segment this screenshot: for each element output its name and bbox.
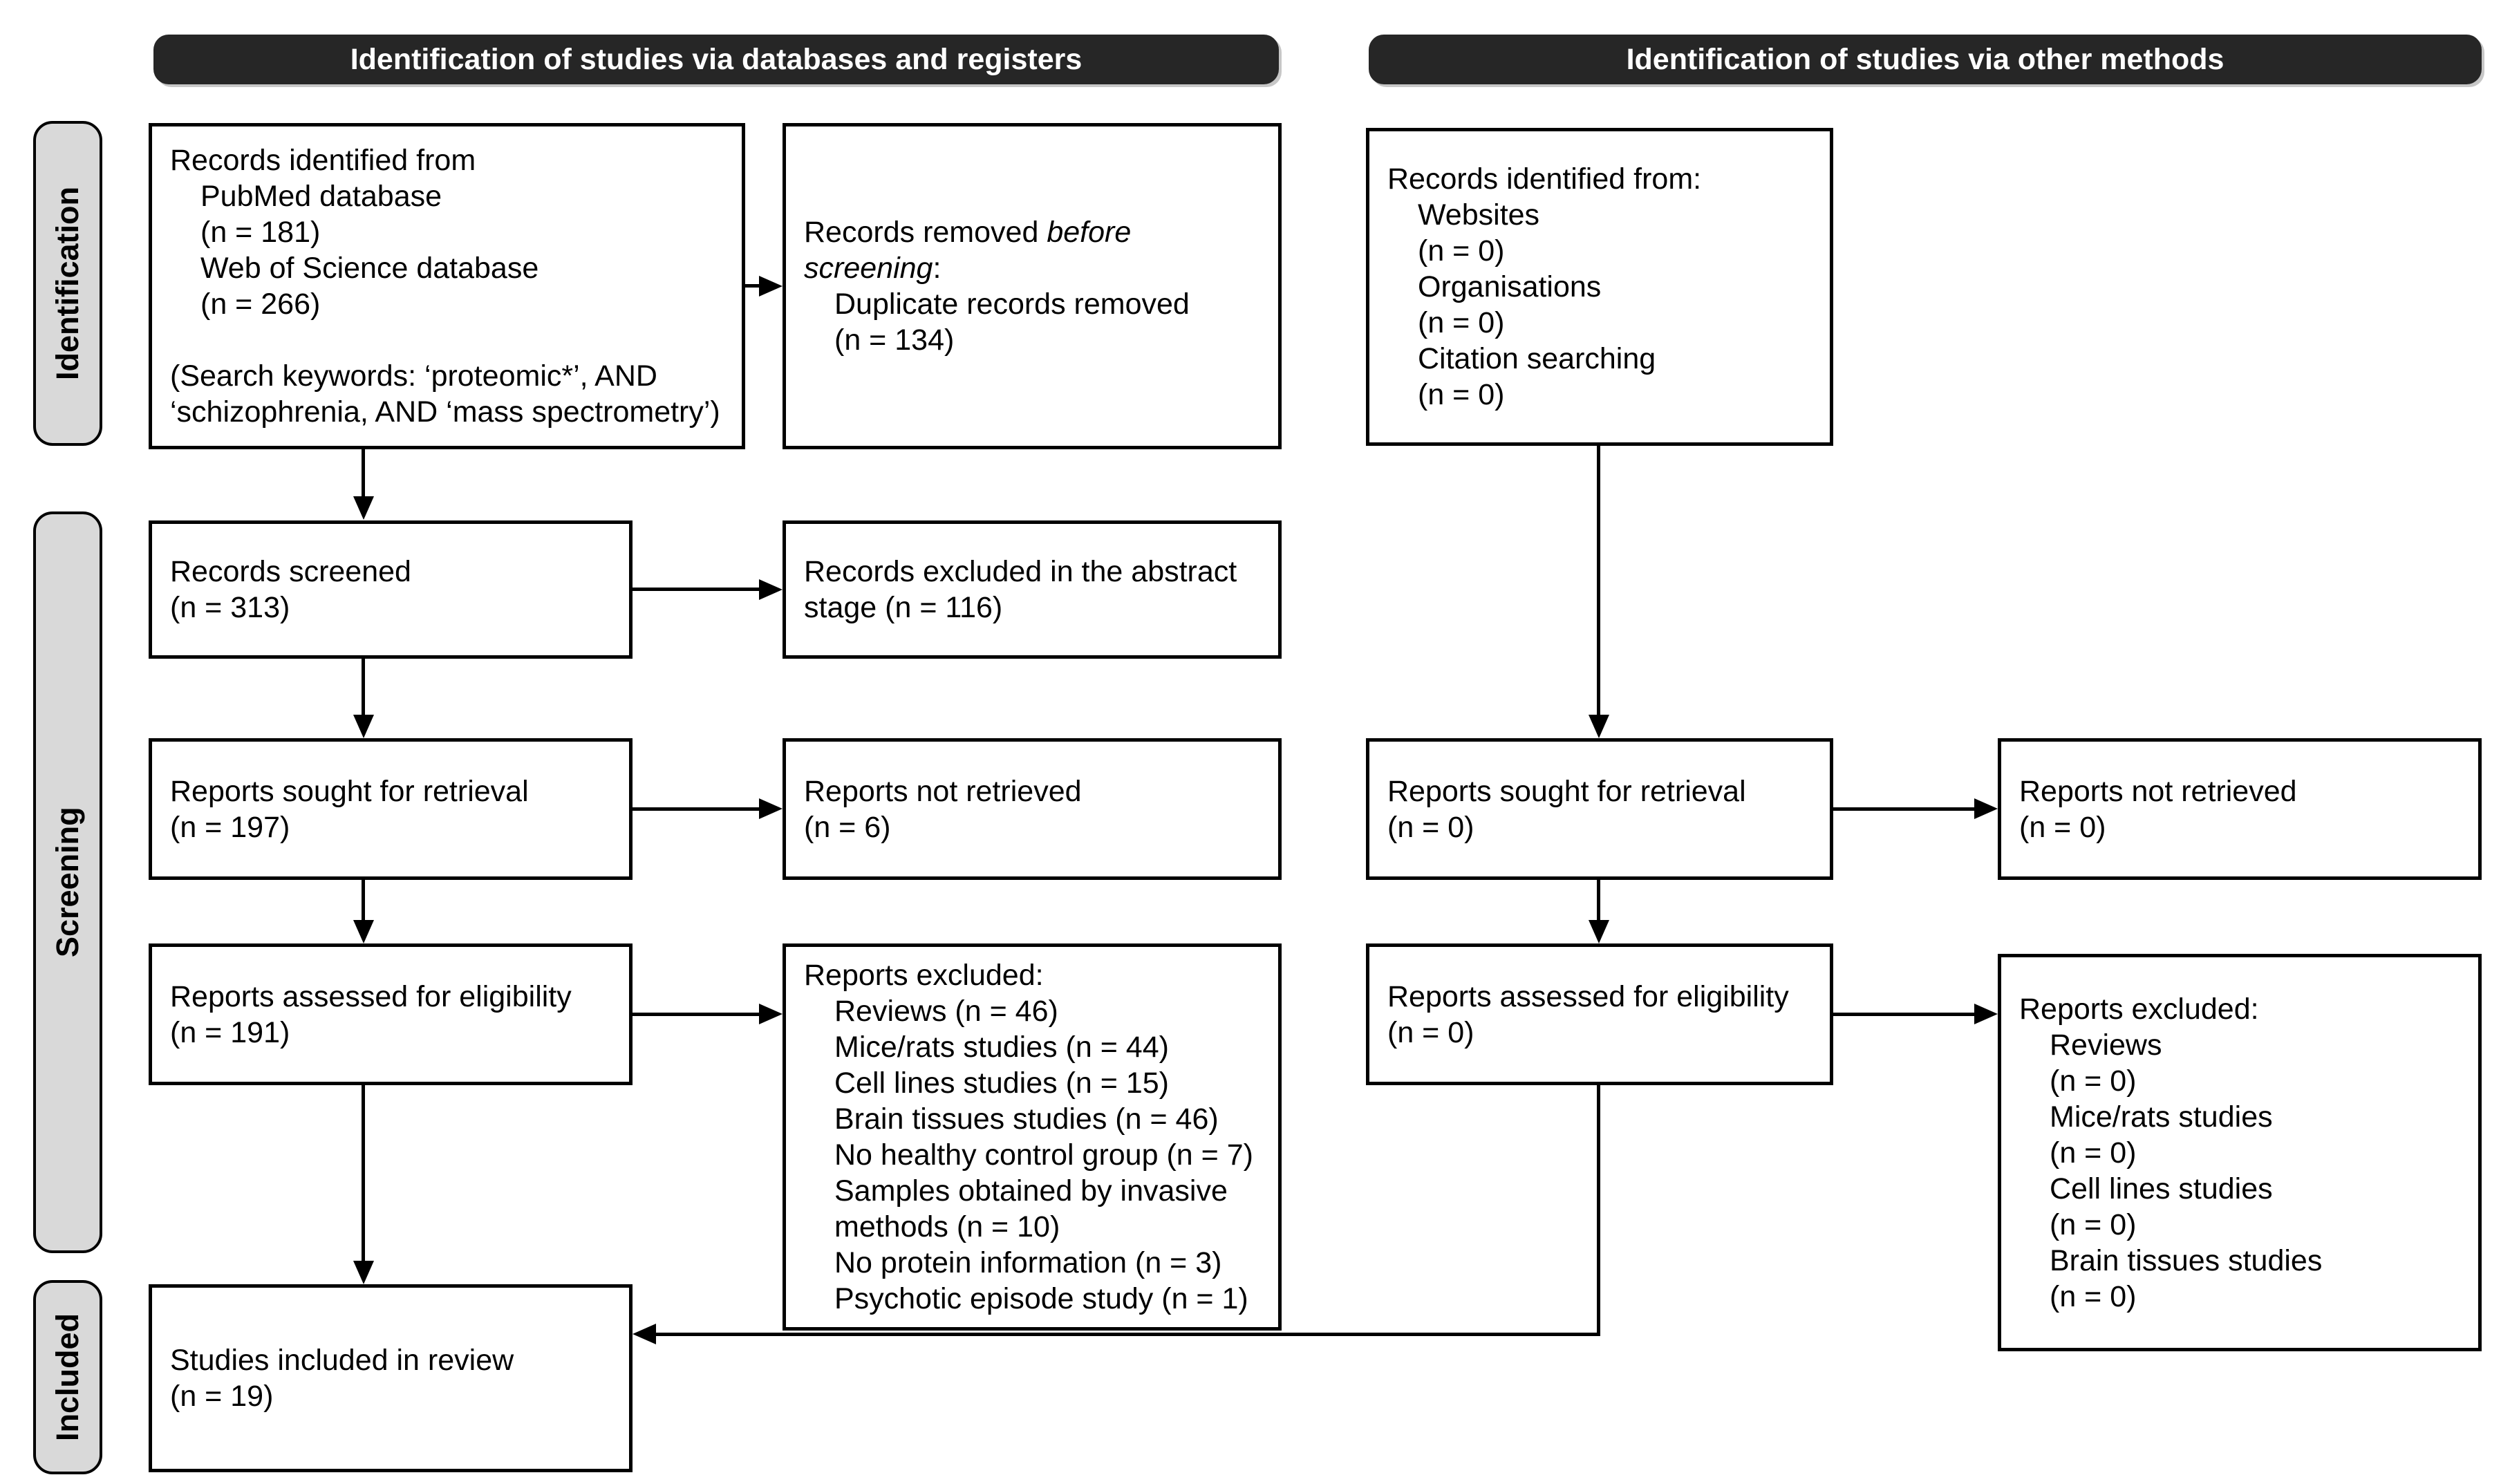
arrow-sought-to-assessed — [362, 880, 365, 921]
arrowhead-screened-to-sought — [353, 715, 374, 738]
box-text-line: Brain tissues studies (n = 46) — [834, 1102, 1219, 1136]
box-text-line: Mice/rats studies (n = 44) — [834, 1031, 1169, 1064]
box-text-line: (n = 313) — [170, 591, 290, 624]
arrow-assessed-to-included — [362, 1085, 365, 1261]
arrowhead-other-to-included — [633, 1324, 656, 1344]
arrow-screened-to-sought — [362, 659, 365, 715]
box-text-line: (n = 0) — [2050, 1064, 2137, 1098]
box-text-line: Records identified from: — [1387, 162, 1702, 196]
arrowhead-assessed-to-included — [353, 1261, 374, 1284]
box-records-excluded-abstract: Records excluded in the abstract stage (… — [783, 520, 1282, 659]
box-text-line: Samples obtained by invasive methods (n … — [834, 1174, 1228, 1243]
arrow-other-identified-to-sought — [1597, 446, 1600, 715]
box-text-line: (n = 0) — [1418, 306, 1505, 339]
box-text-line: Organisations — [1418, 270, 1602, 303]
box-records-identified-other: Records identified from:Websites(n = 0)O… — [1366, 128, 1833, 446]
box-reports-excluded: Reports excluded:Reviews (n = 46)Mice/ra… — [783, 943, 1282, 1331]
box-studies-included: Studies included in review(n = 19) — [149, 1284, 633, 1472]
box-text-line: Records screened — [170, 555, 411, 588]
box-text-line: Records excluded in the abstract stage (… — [804, 555, 1237, 624]
box-text-line: (n = 181) — [200, 216, 321, 249]
box-reports-assessed-other: Reports assessed for eligibility(n = 0) — [1366, 943, 1833, 1085]
box-text-line: (n = 0) — [2050, 1279, 2137, 1313]
box-text-line: (n = 266) — [200, 288, 321, 321]
box-text-line: (n = 0) — [2019, 810, 2106, 844]
box-reports-sought-other: Reports sought for retrieval(n = 0) — [1366, 738, 1833, 880]
box-text-line: (Search keywords: ‘proteomic*’, AND ‘sch… — [170, 359, 720, 429]
arrowhead-sought-to-assessed — [353, 920, 374, 943]
arrowhead-sought-other-to-not-retrieved — [1974, 798, 1998, 819]
arrowhead-identified-to-removed — [759, 276, 783, 297]
box-reports-sought: Reports sought for retrieval(n = 197) — [149, 738, 633, 880]
arrowhead-other-sought-to-assessed — [1589, 920, 1609, 943]
box-text-line: No healthy control group (n = 7) — [834, 1138, 1253, 1172]
box-text-line: Reviews (n = 46) — [834, 995, 1058, 1028]
box-text-line: Brain tissues studies — [2050, 1243, 2323, 1277]
header-databases-registers: Identification of studies via databases … — [153, 35, 1279, 84]
box-reports-not-retrieved: Reports not retrieved(n = 6) — [783, 738, 1282, 880]
arrowhead-assessed-other-to-excluded — [1974, 1004, 1998, 1024]
box-text-line: Reports assessed for eligibility — [1387, 979, 1789, 1013]
box-text-line: Reports excluded: — [804, 959, 1044, 992]
box-text-line: (n = 0) — [1387, 1015, 1474, 1049]
connector-assessed-other-down — [1597, 1085, 1600, 1336]
arrow-assessed-other-to-excluded — [1833, 1013, 1974, 1016]
box-text-line: (n = 0) — [2050, 1208, 2137, 1241]
arrow-sought-other-to-not-retrieved — [1833, 807, 1974, 811]
arrow-assessed-to-excluded — [633, 1013, 759, 1016]
box-text-line: (n = 0) — [1387, 810, 1474, 844]
box-text-line: Psychotic episode study (n = 1) — [834, 1282, 1248, 1315]
box-text-line: Websites — [1418, 198, 1540, 232]
box-text-line: (n = 197) — [170, 810, 290, 844]
arrow-screened-to-excluded — [633, 588, 759, 591]
box-text-line: Reports assessed for eligibility — [170, 979, 572, 1013]
box-text-line: Web of Science database — [200, 252, 539, 285]
box-records-screened: Records screened(n = 313) — [149, 520, 633, 659]
box-text-line: Records removed before screening: — [804, 216, 1132, 285]
arrow-other-sought-to-assessed — [1597, 880, 1600, 921]
box-text-line: Reports excluded: — [2019, 992, 2259, 1026]
box-text-line: Cell lines studies (n = 15) — [834, 1067, 1169, 1100]
box-text-line: Reports not retrieved — [2019, 774, 2297, 808]
arrowhead-identified-to-screened — [353, 496, 374, 520]
box-records-removed-before-screening: Records removed before screening:Duplica… — [783, 123, 1282, 449]
box-text-line: Citation searching — [1418, 342, 1656, 375]
arrow-identified-to-removed — [745, 284, 760, 288]
arrowhead-screened-to-excluded — [759, 579, 783, 600]
box-text-line: Reports sought for retrieval — [170, 774, 529, 808]
box-text-line: (n = 134) — [834, 323, 955, 357]
arrowhead-other-identified-to-sought — [1589, 715, 1609, 738]
box-text-line: Reports sought for retrieval — [1387, 774, 1746, 808]
box-text-line: Cell lines studies — [2050, 1172, 2273, 1205]
arrowhead-assessed-to-excluded — [759, 1004, 783, 1024]
box-text-line: (n = 191) — [170, 1015, 290, 1049]
box-text-line: (n = 0) — [1418, 378, 1505, 411]
box-text-line: Records identified from — [170, 144, 476, 177]
arrowhead-sought-to-not-retrieved — [759, 798, 783, 819]
box-text-line: Reports not retrieved — [804, 774, 1082, 808]
box-text-line: Reviews — [2050, 1028, 2162, 1062]
box-text-line: Studies included in review — [170, 1344, 514, 1377]
stage-label-included: Included — [33, 1280, 102, 1474]
arrow-identified-to-screened — [362, 449, 365, 498]
box-text-line: (n = 6) — [804, 810, 891, 844]
box-reports-assessed: Reports assessed for eligibility(n = 191… — [149, 943, 633, 1085]
stage-label-screening: Screening — [33, 511, 102, 1253]
header-other-methods: Identification of studies via other meth… — [1369, 35, 2482, 84]
box-reports-excluded-other: Reports excluded:Reviews(n = 0)Mice/rats… — [1998, 954, 2482, 1351]
box-text-line: Mice/rats studies — [2050, 1100, 2273, 1134]
box-reports-not-retrieved-other: Reports not retrieved(n = 0) — [1998, 738, 2482, 880]
box-text-line: PubMed database — [200, 180, 442, 213]
box-text-line: No protein information (n = 3) — [834, 1246, 1222, 1279]
stage-label-identification: Identification — [33, 121, 102, 446]
box-text-line — [170, 322, 724, 358]
box-text-line: (n = 19) — [170, 1380, 274, 1413]
connector-other-to-included — [656, 1333, 1599, 1336]
arrow-sought-to-not-retrieved — [633, 807, 759, 811]
box-text-line: (n = 0) — [1418, 234, 1505, 267]
box-text-line: Duplicate records removed — [834, 288, 1190, 321]
box-text-line: (n = 0) — [2050, 1136, 2137, 1170]
